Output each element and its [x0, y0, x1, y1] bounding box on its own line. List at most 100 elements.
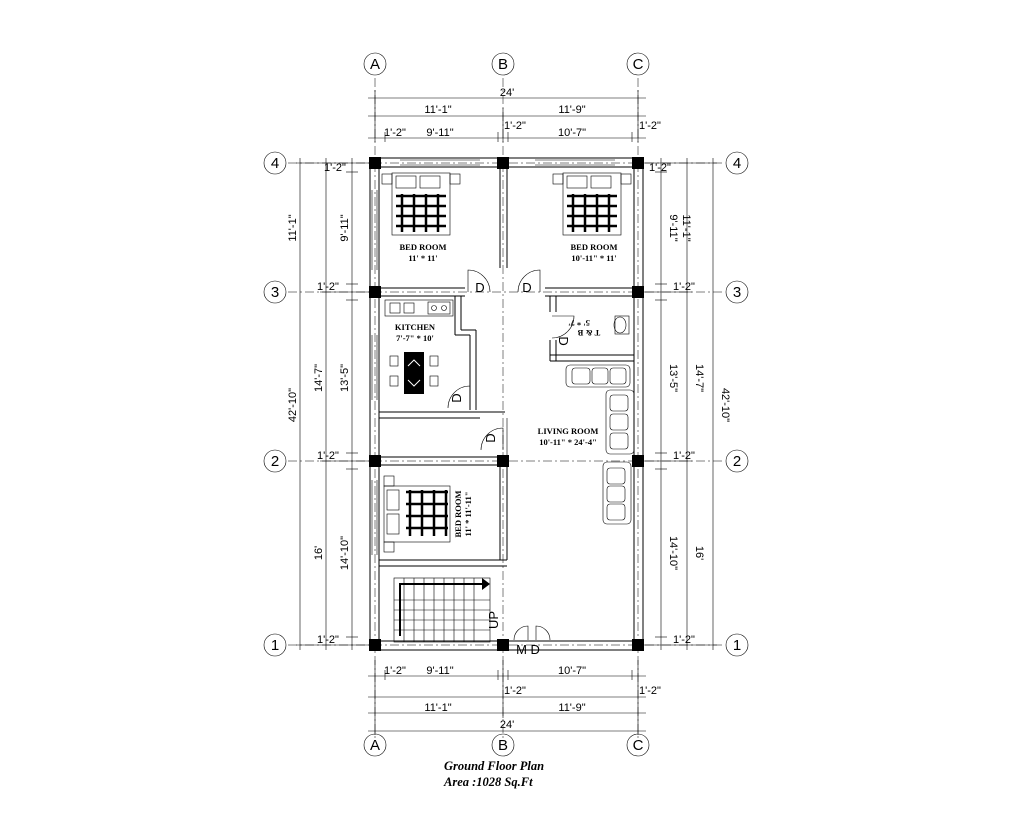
dim-right-col-4: 1'-2" [649, 162, 671, 174]
stair-up-label: UP [486, 611, 501, 629]
structural-columns [369, 157, 644, 651]
dim-top-span-bc: 11'-9" [558, 104, 585, 116]
grid-bubble-b-bottom: B [491, 733, 515, 757]
plan-area: Area :1028 Sq.Ft [443, 775, 533, 789]
dim-left-col-3: 1'-2" [317, 281, 339, 293]
grid-bubble-2-left: 2 [263, 449, 287, 473]
room-kitchen: KITCHEN 7'-7" * 10' [395, 322, 436, 343]
room-name: T & B [577, 328, 600, 338]
dim-top-col-c: 1'-2" [639, 120, 661, 132]
grid-bubble-c-bottom: C [626, 733, 650, 757]
room-bed-2: BED ROOM 10'-11" * 11' [571, 242, 618, 263]
top-dimensions: 24' 11'-1" 11'-9" 1'-2" 1'-2" 1'-2" 9'-1… [368, 87, 661, 142]
dim-right-clear-3-2: 13'-5" [667, 364, 679, 392]
door-label: D [483, 433, 498, 442]
dim-bottom-total: 24' [500, 719, 514, 731]
dim-left-span-2-1: 16' [313, 546, 325, 560]
dim-bottom-clear-bc: 10'-7" [558, 665, 586, 677]
dim-top-col-a: 1'-2" [384, 127, 406, 139]
room-size: 11' * 11'-11" [463, 492, 473, 537]
room-size: 11' * 11' [408, 253, 437, 263]
room-bed-3: BED ROOM 11' * 11'-11" [453, 491, 473, 538]
dim-bottom-col-c: 1'-2" [639, 685, 661, 697]
grid-bubble-4-left: 4 [263, 151, 287, 175]
dim-top-span-ab: 11'-1" [424, 104, 451, 116]
dim-right-total: 42'-10" [719, 388, 731, 422]
walls [369, 157, 644, 651]
dim-right-col-3: 1'-2" [673, 281, 695, 293]
main-door-label: M D [516, 642, 540, 657]
room-size: 10'-11" * 11' [571, 253, 616, 263]
dim-bottom-clear-ab: 9'-11" [426, 665, 453, 677]
dim-left-span-4-3: 11'-1" [287, 214, 299, 241]
grid-bubble-b-top: B [491, 52, 515, 76]
svg-text:3: 3 [733, 284, 741, 301]
dim-right-span-4-3: 11'-1" [680, 214, 692, 241]
bed-icon [552, 172, 632, 236]
sofa-icon [605, 389, 635, 455]
kitchen-counter [384, 299, 454, 317]
dim-left-col-1: 1'-2" [317, 634, 339, 646]
dim-bottom-col-b: 1'-2" [504, 685, 526, 697]
dim-right-clear-4-3: 9'-11" [667, 214, 679, 241]
dining-table-icon [389, 352, 439, 394]
room-name: BED ROOM [453, 491, 463, 538]
room-size: 7'-7" * 10' [396, 333, 434, 343]
svg-text:C: C [633, 737, 644, 754]
dim-right-span-3-2: 14'-7" [693, 364, 705, 392]
dim-right-clear-2-1: 14'-10" [667, 536, 679, 570]
svg-text:2: 2 [733, 453, 741, 470]
svg-text:1: 1 [271, 637, 279, 654]
door-label: D [449, 393, 464, 402]
svg-text:A: A [370, 737, 380, 754]
svg-text:2: 2 [271, 453, 279, 470]
dim-left-col-4: 1'-2" [324, 162, 346, 174]
room-bed-1: BED ROOM 11' * 11' [400, 242, 447, 263]
dim-top-clear-bc: 10'-7" [558, 127, 586, 139]
bed-icon [381, 172, 461, 236]
staircase [393, 577, 491, 643]
room-toilet: T & B 5' * 7' [568, 318, 600, 338]
svg-text:B: B [498, 56, 508, 73]
door-swings [447, 269, 575, 641]
room-size: 5' * 7' [568, 318, 590, 328]
room-size: 10'-11" * 24'-4" [539, 437, 597, 447]
dim-top-total: 24' [500, 87, 514, 99]
grid-bubble-2-right: 2 [725, 449, 749, 473]
dim-left-clear-2-1: 14'-10" [339, 536, 351, 570]
svg-text:A: A [370, 56, 380, 73]
dim-left-span-3-2: 14'-7" [313, 364, 325, 392]
toilet-icon [613, 315, 630, 335]
grid-bubble-a-top: A [363, 52, 387, 76]
dim-bottom-span-ab: 11'-1" [424, 702, 451, 714]
grid-bubble-3-right: 3 [725, 280, 749, 304]
sofa-icon [602, 461, 632, 525]
grid-bubble-3-left: 3 [263, 280, 287, 304]
door-label: D [475, 280, 484, 295]
right-dimensions: 1'-2" 1'-2" 1'-2" 1'-2" 9'-11" 11'-1" 13… [642, 158, 731, 650]
grid-bubble-1-left: 1 [263, 633, 287, 657]
dim-bottom-span-bc: 11'-9" [558, 702, 585, 714]
svg-text:4: 4 [733, 155, 741, 172]
grid-bubble-a-bottom: A [363, 733, 387, 757]
dim-left-col-2: 1'-2" [317, 450, 339, 462]
dim-right-span-2-1: 16' [693, 546, 705, 560]
svg-text:1: 1 [733, 637, 741, 654]
dim-right-col-1: 1'-2" [673, 634, 695, 646]
dim-left-total: 42'-10" [287, 388, 299, 422]
dim-top-clear-ab: 9'-11" [426, 127, 453, 139]
dim-right-col-2: 1'-2" [673, 450, 695, 462]
door-label: D [556, 336, 571, 345]
grid-bubble-c-top: C [626, 52, 650, 76]
door-label: D [522, 280, 531, 295]
room-living: LIVING ROOM 10'-11" * 24'-4" [538, 426, 599, 447]
bottom-dimensions: 1'-2" 9'-11" 10'-7" 1'-2" 1'-2" 11'-1" 1… [368, 660, 661, 735]
sofa-icon [565, 364, 631, 388]
dim-top-col-b: 1'-2" [504, 120, 526, 132]
dim-left-clear-3-2: 13'-5" [339, 364, 351, 392]
room-name: LIVING ROOM [538, 426, 599, 436]
plan-title: Ground Floor Plan [444, 759, 544, 773]
svg-text:3: 3 [271, 284, 279, 301]
room-name: BED ROOM [571, 242, 618, 252]
